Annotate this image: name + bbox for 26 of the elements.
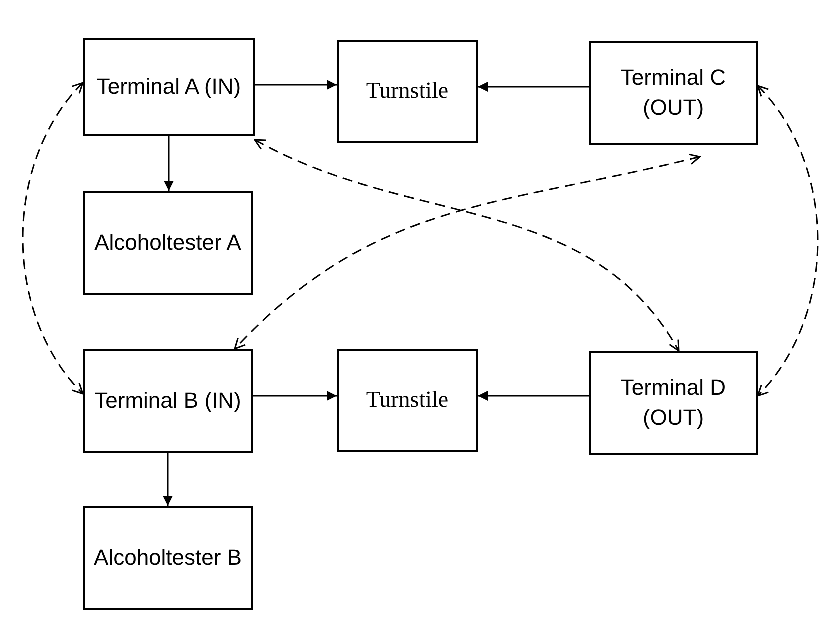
process-box <box>589 351 758 455</box>
arrow <box>163 453 173 506</box>
dashed-arrow <box>254 139 680 352</box>
box-label: Terminal C (OUT) <box>620 64 728 122</box>
box-label: Turnstile <box>366 386 449 414</box>
dashed-arrow <box>22 82 84 395</box>
dashed-arrow <box>757 85 819 397</box>
process-box <box>337 349 478 452</box>
process-box <box>589 41 758 145</box>
box-label: Turnstile <box>366 77 449 106</box>
arrow <box>164 136 174 191</box>
arrow <box>253 391 337 401</box>
box-label: Alcoholtester B <box>94 544 242 572</box>
box-label: Terminal A (IN) <box>96 73 242 102</box>
box-label: Alcoholtester A <box>94 229 242 258</box>
arrow <box>478 82 589 92</box>
box-label: Terminal D (OUT) <box>620 374 728 432</box>
arrow <box>255 80 337 90</box>
process-box <box>337 40 478 143</box>
dashed-arrow <box>234 154 701 350</box>
process-box <box>83 38 255 136</box>
box-label: Terminal B (IN) <box>94 387 242 416</box>
arrow <box>478 391 589 401</box>
process-box <box>83 349 253 453</box>
process-box <box>83 191 253 295</box>
process-box <box>83 506 253 610</box>
